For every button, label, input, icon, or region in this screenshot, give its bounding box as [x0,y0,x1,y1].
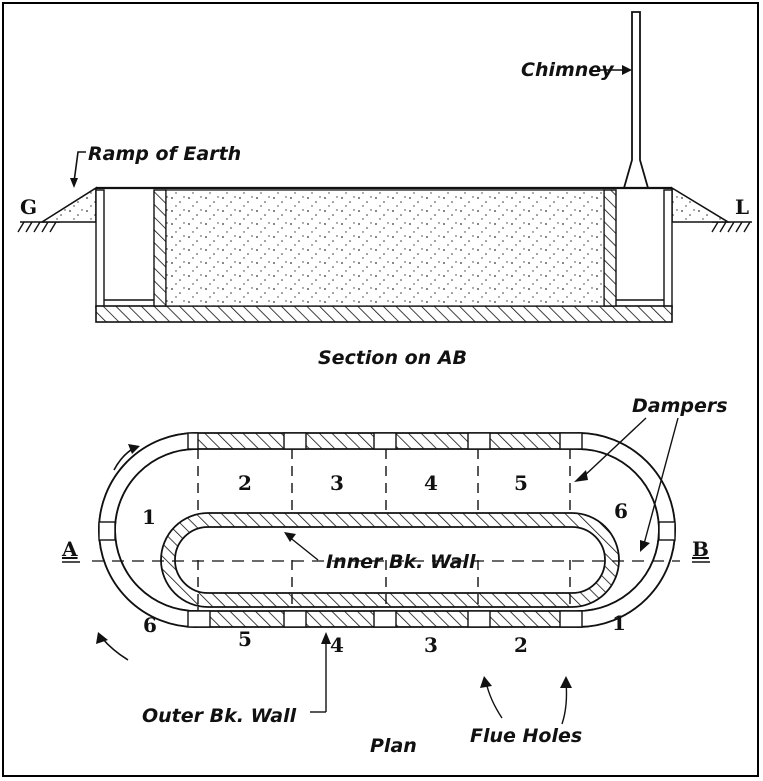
ramp-label: Ramp of Earth [88,143,241,165]
section-caption: Section on AB [318,347,467,369]
chamber-left-1: 1 [142,505,156,529]
chamber-bottom-3: 3 [424,633,438,657]
inner-wall-right-section [603,189,617,307]
outer-wall-label: Outer Bk. Wall [142,705,297,727]
chamber-top-2: 2 [238,471,252,495]
chamber-dividers [197,449,571,611]
direction-arrow-bottom [96,632,129,661]
ground-left-hatch [17,221,60,233]
point-b: B [692,537,709,561]
earth-ramp-right [671,186,731,223]
chamber-right-1: 1 [612,611,626,635]
chamber-left-6: 6 [143,613,157,637]
chamber-right-6: 6 [614,499,628,523]
kiln-floor [95,305,673,323]
chamber-bottom-4: 4 [330,633,344,657]
section-view: Ramp of Earth Chimney G L Section on AB [17,11,752,369]
ramp-pointer [73,151,86,183]
inner-wall-label: Inner Bk. Wall [326,551,476,573]
bricks-fill-section [165,189,605,307]
plan-caption: Plan [370,735,417,757]
point-l: L [735,195,749,219]
ground-right-hatch [711,221,752,233]
point-g: G [20,195,37,219]
flue-holes-bottom [187,610,583,628]
flue-holes-top [187,432,583,450]
flue-holes-label: Flue Holes [470,725,582,747]
chamber-bottom-5: 5 [238,627,252,651]
dampers-label: Dampers [632,395,728,417]
chamber-top-3: 3 [330,471,344,495]
chimney-label: Chimney [521,59,615,81]
chamber-top-5: 5 [514,471,528,495]
chamber-top-4: 4 [424,471,438,495]
direction-arrow-top [113,444,140,471]
inner-wall-left-section [153,189,167,307]
chimney [622,11,650,189]
outer-wall-left [95,189,105,309]
chamber-bottom-2: 2 [514,633,528,657]
plan-view: 2 3 4 5 5 4 3 2 1 6 6 1 Dampers Inner Bk… [61,395,728,757]
outer-wall-right [663,189,673,309]
point-a: A [61,537,78,561]
inner-brick-wall [160,512,620,608]
earth-ramp-left [39,186,97,223]
